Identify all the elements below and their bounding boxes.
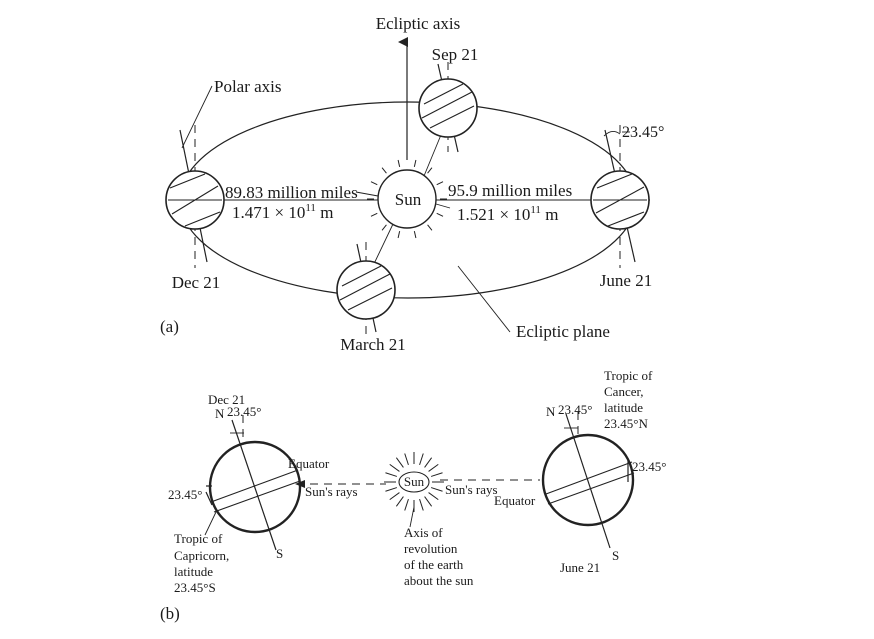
panel-b-label: (b) <box>160 604 180 623</box>
sun-ray <box>381 224 387 231</box>
sun-ray <box>395 457 404 468</box>
globe-sep21 <box>418 62 478 153</box>
ecliptic-plane-leader <box>457 265 511 333</box>
sun-ray <box>404 453 409 466</box>
north-b-right: N <box>546 404 556 419</box>
angle-b-left-side: 23.45° <box>168 487 202 502</box>
capricorn-leader <box>204 511 217 536</box>
angle-b-right-top: 23.45° <box>558 402 592 417</box>
south-b-left: S <box>276 546 283 561</box>
sun-ray <box>385 487 398 492</box>
panel-a-label: (a) <box>160 317 179 336</box>
june21-b: June 21 <box>560 560 600 575</box>
sun-ray <box>397 231 401 239</box>
panel-a: Ecliptic axis Sun Polar axis <box>160 14 664 354</box>
north-b-left: N <box>215 406 225 421</box>
aphelion-miles: 95.9 million miles <box>448 181 572 200</box>
sun-ray <box>436 212 444 217</box>
equator-b-right: Equator <box>494 493 536 508</box>
sun-ray <box>430 472 443 477</box>
globe-b-dec21 <box>205 415 302 551</box>
date-sep21: Sep 21 <box>432 45 479 64</box>
sun-ray <box>428 492 439 501</box>
angle-b-right-side: 23.45° <box>632 459 666 474</box>
ecliptic-axis-label: Ecliptic axis <box>376 14 461 33</box>
equator-b-left: Equator <box>288 456 330 471</box>
date-dec21: Dec 21 <box>172 273 221 292</box>
sun-circle-a <box>377 169 437 229</box>
sun-ray <box>419 498 424 511</box>
aphelion-meters: 1.521 × 1011 m <box>457 204 558 224</box>
ecliptic-plane-label: Ecliptic plane <box>516 322 610 341</box>
south-b-right: S <box>612 548 619 563</box>
angle-b-left-top: 23.45° <box>227 404 261 419</box>
sun-ray <box>424 457 433 468</box>
sun-to-march-line <box>371 223 394 269</box>
dec21-b: Dec 21 <box>208 392 245 407</box>
sun-ray <box>430 487 443 492</box>
sun-to-sep-line <box>423 129 444 177</box>
globe-b-june21 <box>541 412 635 549</box>
angle-arc-a <box>603 131 621 137</box>
sun-ray <box>427 224 433 231</box>
sun-ray <box>370 212 378 217</box>
suns-rays-right: Sun's rays <box>445 482 498 497</box>
sun-ray <box>395 496 404 507</box>
globe-june21 <box>590 125 650 268</box>
sun-ray <box>385 472 398 477</box>
sun-ray <box>419 453 424 466</box>
sun-ray <box>413 159 417 167</box>
globe-dec21 <box>165 125 225 268</box>
sun-ray <box>370 181 378 186</box>
sun-ray <box>413 231 417 239</box>
globe-march21 <box>336 242 396 334</box>
sun-ray <box>389 492 400 501</box>
sun-label-b: Sun <box>404 474 425 489</box>
panel-b: Dec 21 N 23.45° 23.45° S Equator Tropic … <box>160 368 666 623</box>
sun-ray <box>424 496 433 507</box>
axis-of-revolution-label: Axis of revolution of the earth about th… <box>404 525 474 588</box>
sun-rays-b <box>384 452 444 512</box>
sun-ray <box>404 498 409 511</box>
date-march21: March 21 <box>340 335 406 354</box>
sun-ray <box>397 159 401 167</box>
sun-label-a: Sun <box>395 190 422 209</box>
capricorn-label: Tropic of Capricorn, latitude 23.45°S <box>174 531 232 595</box>
polar-axis-label: Polar axis <box>214 77 282 96</box>
sun-ray <box>428 463 439 472</box>
sun-ray <box>381 167 387 174</box>
sun-ray <box>436 181 444 186</box>
sun-ray <box>427 167 433 174</box>
sun-rays-a <box>367 159 447 239</box>
sun-ray <box>389 463 400 472</box>
perihelion-miles: 89.83 million miles <box>225 183 358 202</box>
sun-circle-b <box>398 471 430 493</box>
perihelion-meters: 1.471 × 1011 m <box>232 202 333 222</box>
angle-label-a: 23.45° <box>622 124 664 141</box>
date-june21: June 21 <box>600 271 652 290</box>
polar-axis-leader <box>181 85 213 149</box>
cancer-label: Tropic of Cancer, latitude 23.45°N <box>604 368 656 431</box>
suns-rays-left: Sun's rays <box>305 484 358 499</box>
